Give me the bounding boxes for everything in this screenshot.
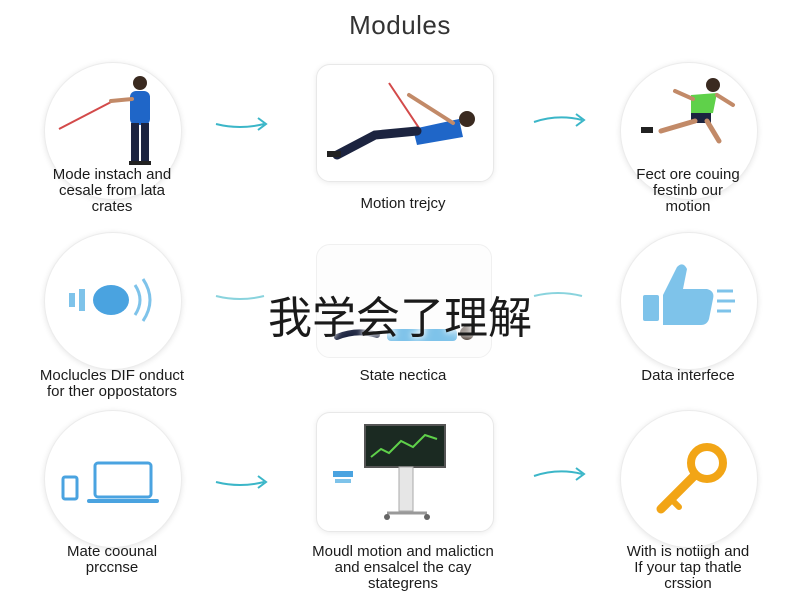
module-node-4 — [44, 232, 182, 370]
arrow-right-icon — [533, 113, 586, 127]
module-caption-2: Motion trejcy — [360, 195, 446, 212]
page-title: Modules — [349, 10, 451, 40]
arrow-right-icon — [533, 467, 586, 481]
module-node-8 — [316, 412, 494, 532]
arrow-right-icon — [215, 475, 268, 489]
module-node-2 — [316, 64, 494, 182]
module-node-6 — [620, 232, 758, 370]
module-node-1 — [44, 62, 182, 200]
module-caption-1: Mode instach and cesale from lata crates — [52, 166, 172, 215]
module-caption-5: State nectica — [359, 367, 447, 384]
module-node-3 — [620, 62, 758, 200]
module-node-7 — [44, 410, 182, 548]
running-person-icon — [641, 78, 735, 144]
arrow-right-icon — [533, 292, 583, 297]
monitor-station-icon — [333, 424, 446, 520]
module-caption-3: Fect ore couing festinb our motion — [636, 166, 740, 215]
module-node-9 — [620, 410, 758, 548]
module-caption-7: Mate coounal prccnse — [66, 543, 158, 576]
arrow-right-icon — [215, 117, 268, 131]
module-caption-6: Data interfece — [641, 367, 735, 384]
sound-waves-icon — [69, 278, 152, 322]
thumbs-up-icon — [643, 264, 735, 325]
module-caption-4: Moclucles DIF onduct for ther oppostator… — [39, 367, 185, 400]
module-node-5 — [316, 244, 492, 358]
person-leaning-back-rope-icon — [327, 82, 475, 160]
standing-person-with-cane-icon — [58, 76, 151, 165]
module-caption-8: Moudl motion and malicticn and ensalcel … — [312, 543, 494, 592]
module-caption-9: With is notiigh and If your tap thatle c… — [626, 543, 750, 592]
arrow-right-icon — [215, 295, 265, 300]
lying-person-icon — [334, 326, 474, 341]
laptop-phone-icon — [61, 461, 159, 503]
key-icon — [656, 443, 727, 514]
overlay-text: 我学会了理解 — [268, 293, 532, 344]
